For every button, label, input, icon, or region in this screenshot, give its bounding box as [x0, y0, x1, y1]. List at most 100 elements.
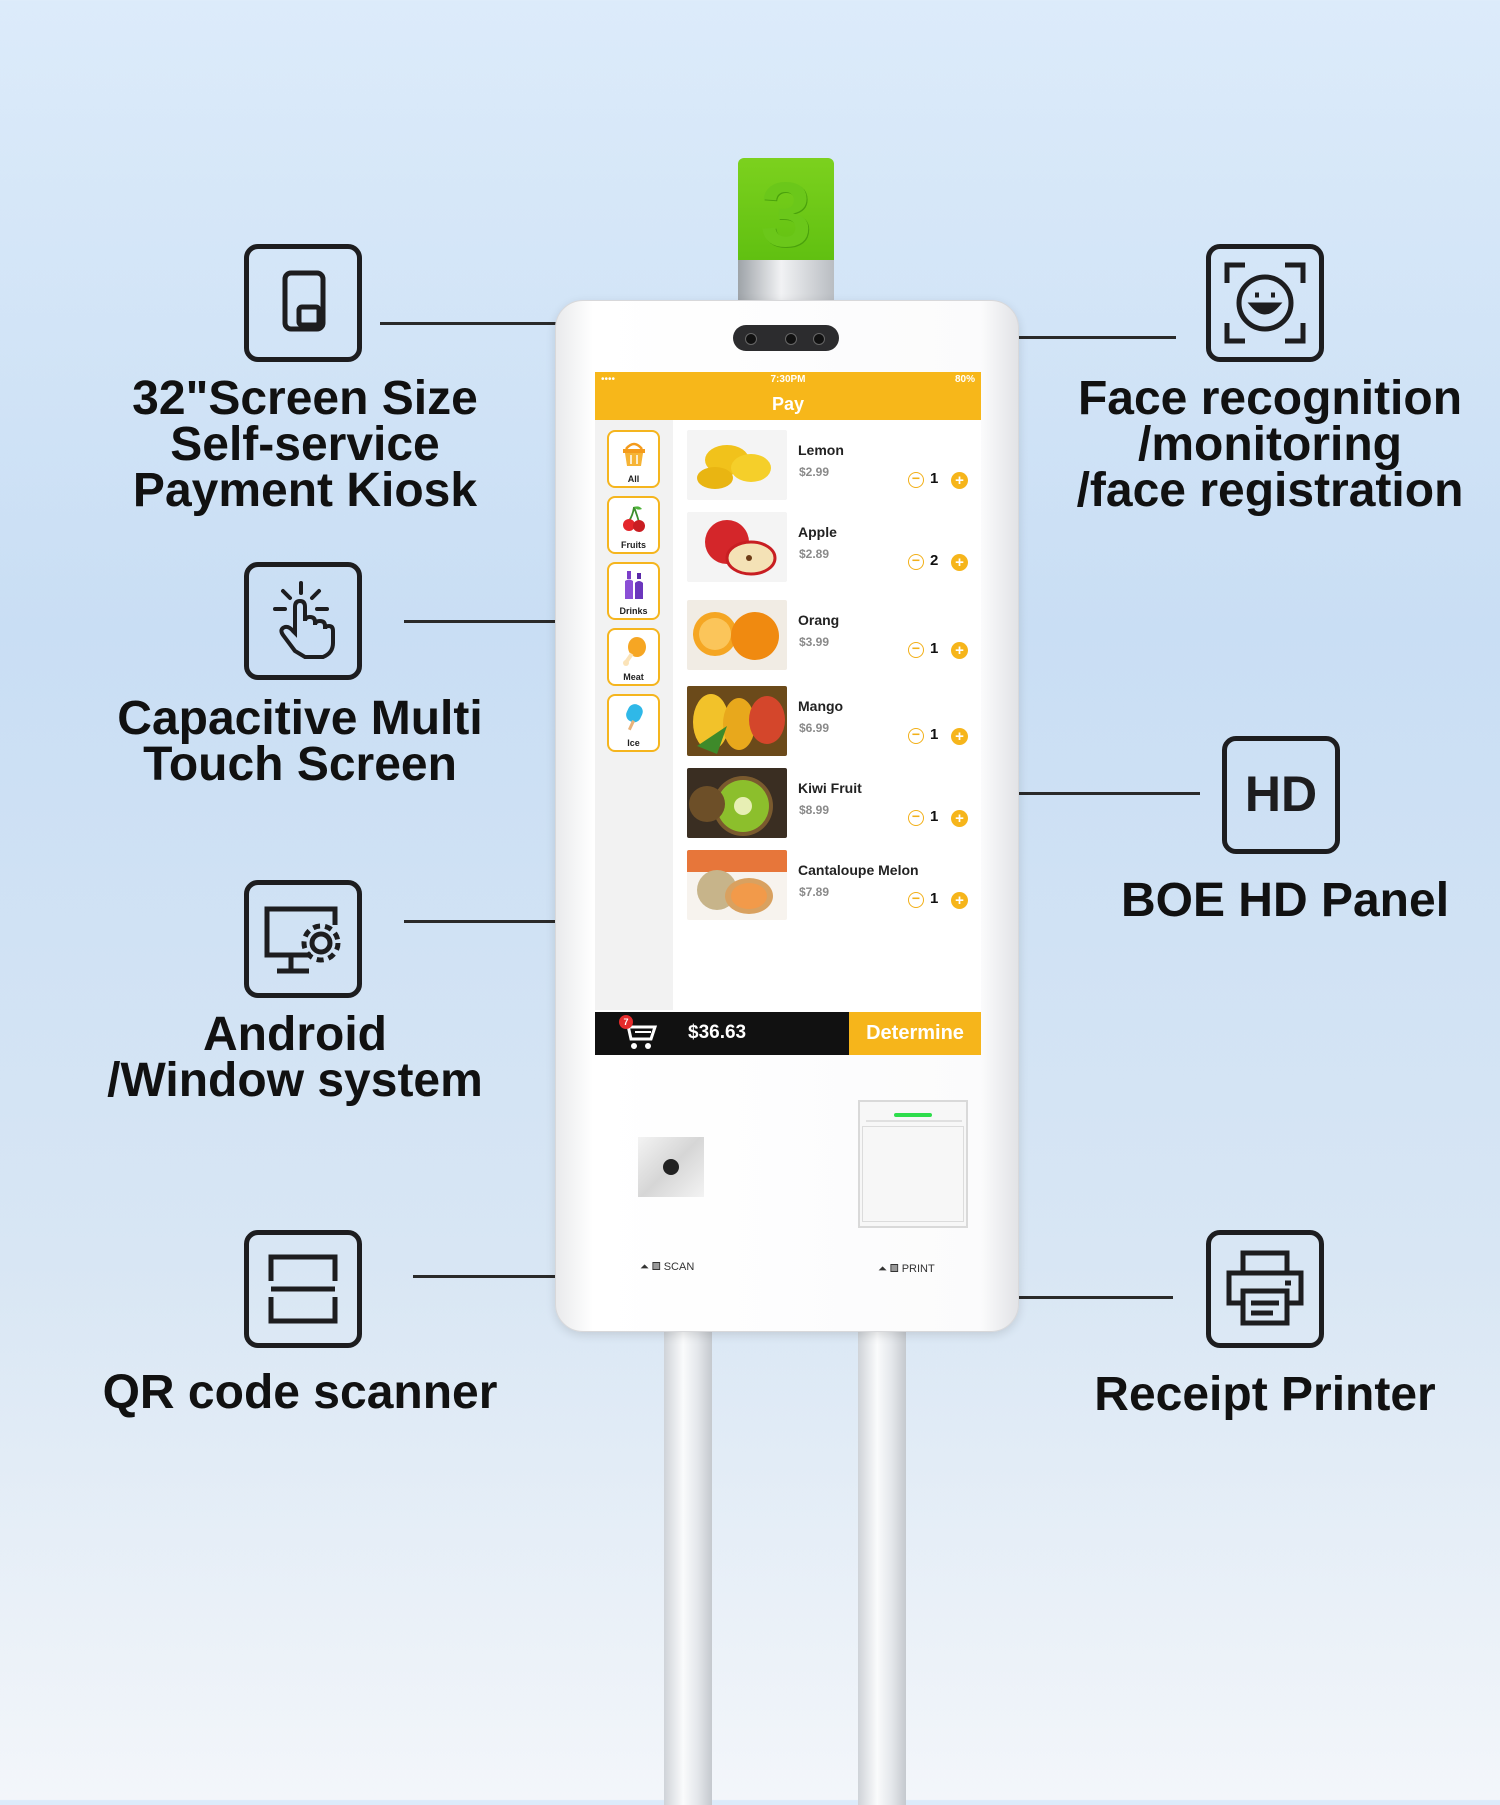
- hd-icon: HD: [1222, 736, 1340, 854]
- scanner-lens: [663, 1159, 679, 1175]
- product-row-cantaloupe[interactable]: Cantaloupe Melon $7.89 − 1 +: [687, 850, 977, 928]
- increase-qty-button[interactable]: +: [951, 810, 968, 827]
- product-price: $3.99: [799, 635, 830, 649]
- product-name: Orang: [798, 612, 840, 628]
- checkout-bar: 7 $36.63 Determine: [595, 1012, 981, 1055]
- app-header: •••• 7:30PM 80% Pay: [595, 372, 981, 420]
- category-all[interactable]: All: [607, 430, 660, 488]
- product-name: Cantaloupe Melon: [798, 862, 919, 878]
- increase-qty-button[interactable]: +: [951, 554, 968, 571]
- hd-leader: [890, 792, 1200, 795]
- product-name: Apple: [798, 524, 837, 540]
- category-label: All: [627, 474, 640, 484]
- printer-status-led: [894, 1113, 932, 1117]
- status-light-number: 3: [760, 164, 812, 266]
- scan-caption: ⏶ ▤ SCAN: [640, 1261, 695, 1273]
- face-recognition-icon: [1206, 244, 1324, 362]
- receipt-printer-slot: [858, 1100, 968, 1228]
- kiosk-stand-left: [664, 1325, 712, 1805]
- signal-indicator: ••••: [601, 374, 616, 385]
- decrease-qty-button[interactable]: −: [908, 891, 924, 908]
- battery-level: 80%: [954, 374, 975, 385]
- touch-leader: [404, 620, 587, 623]
- category-sidebar: All Fruits Drinks Meat Ice: [595, 420, 673, 1010]
- cart-total: $36.63: [688, 1022, 747, 1043]
- qr-scanner-window: [638, 1137, 704, 1197]
- product-row-apple[interactable]: Apple $2.89 − 2 +: [687, 512, 977, 590]
- system-icon: [244, 880, 362, 998]
- status-light-neck: [738, 260, 834, 302]
- printer-leader-h: [913, 1296, 1173, 1299]
- touch-label: Capacitive Multi Touch Screen: [117, 692, 483, 791]
- product-row-orange[interactable]: Orang $3.99 − 1 +: [687, 600, 977, 678]
- touch-icon: [244, 562, 362, 680]
- increase-qty-button[interactable]: +: [951, 472, 968, 489]
- receipt-printer-label: Receipt Printer: [1094, 1368, 1436, 1421]
- increase-qty-button[interactable]: +: [951, 642, 968, 659]
- category-label: Ice: [627, 738, 640, 748]
- lemon-image: [687, 430, 787, 500]
- screen-size-label: 32"Screen Size Self-service Payment Kios…: [132, 372, 478, 517]
- category-label: Fruits: [620, 540, 646, 550]
- camera-lens-3: [813, 333, 825, 345]
- cherry-icon: [623, 506, 645, 532]
- product-price: $2.99: [799, 465, 830, 479]
- product-qty: 1: [930, 640, 939, 657]
- category-fruits[interactable]: Fruits: [607, 496, 660, 554]
- product-row-kiwi[interactable]: Kiwi Fruit $8.99 − 1 +: [687, 768, 977, 846]
- product-qty: 1: [930, 808, 939, 825]
- hd-panel-label: BOE HD Panel: [1120, 874, 1450, 927]
- product-price: $8.99: [799, 803, 830, 817]
- category-drinks[interactable]: Drinks: [607, 562, 660, 620]
- orange-image: [687, 600, 787, 670]
- product-qty: 1: [930, 890, 939, 907]
- decrease-qty-button[interactable]: −: [908, 809, 924, 826]
- increase-qty-button[interactable]: +: [951, 728, 968, 745]
- product-row-mango[interactable]: Mango $6.99 − 1 +: [687, 686, 977, 764]
- decrease-qty-button[interactable]: −: [908, 641, 924, 658]
- increase-qty-button[interactable]: +: [951, 892, 968, 909]
- receipt-printer-icon: [1206, 1230, 1324, 1348]
- qr-scanner-label: QR code scanner: [102, 1366, 498, 1419]
- category-ice[interactable]: Ice: [607, 694, 660, 752]
- camera-lens-2: [785, 333, 797, 345]
- screen-size-leader: [380, 322, 616, 325]
- kiwi-image: [687, 768, 787, 838]
- scan-label: SCAN: [663, 1261, 695, 1273]
- paper-slot: [866, 1120, 962, 1122]
- scanner-leader-h: [413, 1275, 672, 1278]
- apple-image: [687, 512, 787, 582]
- mango-image: [687, 686, 787, 756]
- cart-count-badge: 7: [619, 1015, 633, 1029]
- print-label: PRINT: [901, 1263, 935, 1275]
- determine-button[interactable]: Determine: [849, 1012, 981, 1055]
- decrease-qty-button[interactable]: −: [908, 727, 924, 744]
- camera-bar: [733, 325, 839, 351]
- bottle-icon: [625, 571, 643, 599]
- screen-size-icon: [244, 244, 362, 362]
- product-qty: 1: [930, 470, 939, 487]
- category-meat[interactable]: Meat: [607, 628, 660, 686]
- system-leader: [404, 920, 640, 923]
- status-light: 3: [738, 158, 834, 266]
- basket-icon: [623, 442, 645, 466]
- product-qty: 2: [930, 552, 939, 569]
- product-price: $6.99: [799, 721, 830, 735]
- popsicle-icon: [626, 704, 643, 731]
- product-name: Mango: [798, 698, 844, 714]
- face-recognition-label: Face recognition /monitoring /face regis…: [1076, 372, 1464, 517]
- decrease-qty-button[interactable]: −: [908, 471, 924, 488]
- status-time: 7:30PM: [770, 374, 806, 385]
- cantaloupe-image: [687, 850, 787, 920]
- product-price: $2.89: [799, 547, 830, 561]
- product-qty: 1: [930, 726, 939, 743]
- qr-scanner-icon: [244, 1230, 362, 1348]
- hd-icon-text: HD: [1245, 766, 1317, 822]
- category-label: Drinks: [619, 606, 648, 616]
- camera-lens-1: [745, 333, 757, 345]
- page-title: Pay: [771, 394, 805, 414]
- drumstick-icon: [623, 637, 646, 666]
- product-row-lemon[interactable]: Lemon $2.99 − 1 +: [687, 430, 977, 508]
- printer-door: [862, 1126, 964, 1222]
- decrease-qty-button[interactable]: −: [908, 553, 924, 570]
